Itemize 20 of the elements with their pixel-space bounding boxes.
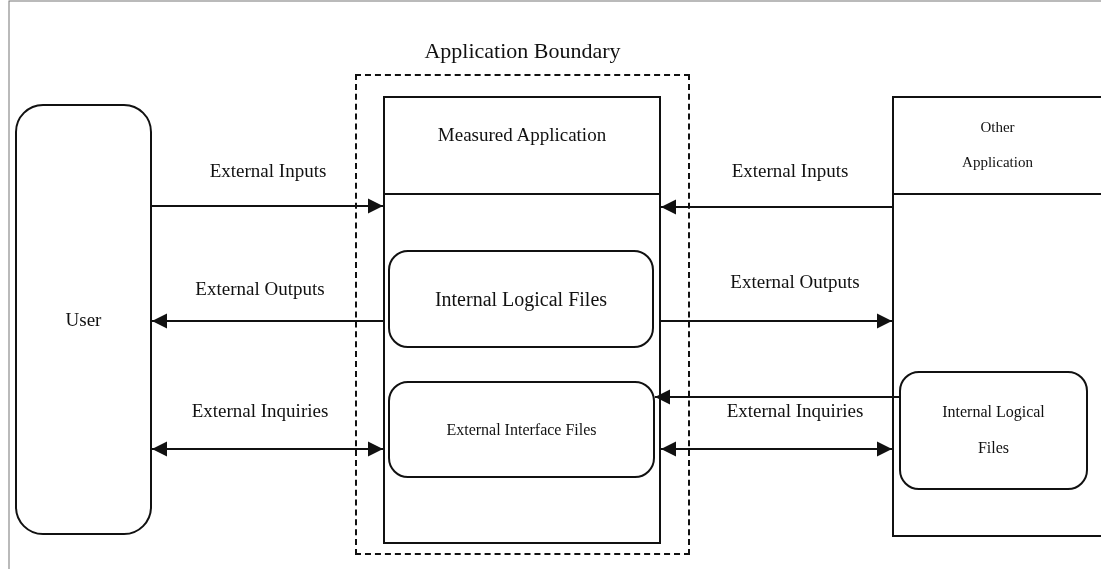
- arrow: [152, 441, 383, 457]
- application-box: [892, 96, 1101, 537]
- file-store-box: [388, 381, 655, 478]
- arrow: [152, 198, 383, 214]
- actor-box: [15, 104, 152, 535]
- arrow: [661, 313, 892, 329]
- arrow: [661, 441, 892, 457]
- file-store-box: [899, 371, 1088, 490]
- file-store-label: Internal Logical Files: [941, 401, 1046, 459]
- arrow: [655, 389, 899, 405]
- file-store-label: Internal Logical Files: [433, 287, 609, 311]
- application-title: Measured Application: [436, 124, 608, 147]
- file-store-box: [388, 250, 654, 348]
- arrow: [661, 199, 892, 215]
- arrow: [152, 313, 383, 329]
- boundary-heading: Application Boundary: [423, 38, 622, 64]
- actor-label: User: [64, 308, 103, 331]
- application-title: Other Application: [961, 118, 1034, 172]
- application-box: [383, 96, 661, 544]
- file-store-label: External Interface Files: [445, 419, 598, 440]
